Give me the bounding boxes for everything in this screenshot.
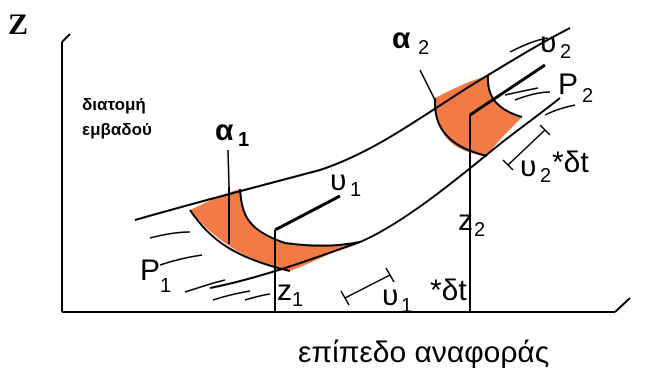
section-2-right-boundary <box>486 75 523 118</box>
v1-velocity-line <box>274 194 341 232</box>
alpha2-label: α <box>392 22 411 55</box>
z2-label: z <box>458 204 473 237</box>
z1-label: z <box>277 274 292 307</box>
v1dt-rest: *δt <box>430 274 467 307</box>
v2-subscript: 2 <box>560 41 571 63</box>
cross-section-label-line1: διατομή <box>82 95 146 114</box>
alpha1-subscript: 1 <box>238 129 249 151</box>
v2-label: υ <box>540 26 556 59</box>
section-2-fill <box>434 76 522 156</box>
z2-subscript: 2 <box>474 219 485 241</box>
z-axis-tick <box>61 33 71 43</box>
p2-subscript: 2 <box>582 85 593 107</box>
v1dt-subscript: 1 <box>401 295 412 317</box>
section-1-fill <box>190 189 360 271</box>
section-2-left-boundary <box>433 97 488 157</box>
section-1-right-boundary <box>239 188 361 247</box>
v2dt-dimension <box>502 124 551 171</box>
v1-subscript: 1 <box>350 179 361 201</box>
p2-label: P <box>558 68 578 101</box>
v2dt-symbol: υ <box>520 150 536 183</box>
alpha1-label: α <box>215 114 234 147</box>
p1-subscript: 1 <box>160 275 171 297</box>
tube-upper-wall <box>134 27 571 221</box>
v2dt-rest: *δt <box>552 146 589 179</box>
v1dt-dimension <box>340 267 395 306</box>
alpha2-subscript: 2 <box>418 37 429 59</box>
tube-lower-wall <box>209 97 561 289</box>
v1dt-symbol: υ <box>382 279 398 312</box>
section-1-left-boundary <box>189 209 291 272</box>
v1-label: υ <box>330 164 346 197</box>
cross-section-1-pointer <box>227 149 230 188</box>
p2-pressure-strokes <box>504 37 576 116</box>
v2dt-subscript: 2 <box>540 165 551 187</box>
p1-pressure-strokes <box>149 231 271 301</box>
z-axis-label: Z <box>8 8 28 41</box>
alpha2-pointer <box>419 69 437 103</box>
cross-section-label-line2: εμβαδού <box>82 120 152 139</box>
z1-subscript: 1 <box>292 289 303 311</box>
v2-velocity-line <box>469 63 546 117</box>
reference-plane-end <box>614 297 631 313</box>
reference-plane-label: επίπεδο αναφοράς <box>298 336 549 369</box>
p1-label: P <box>140 254 160 287</box>
